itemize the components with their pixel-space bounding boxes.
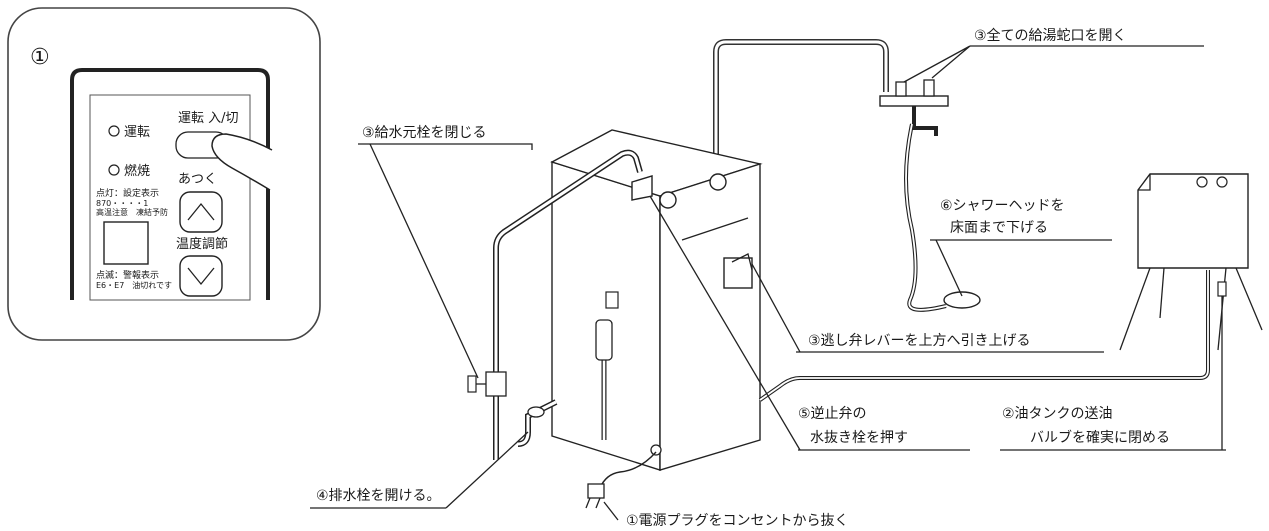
hot-water-pipe-inner [713,39,889,176]
display-window [103,221,149,265]
drain-valve[interactable] [517,399,558,447]
water-heater [550,10,942,471]
temp-adjust-label: 温度調節 [176,236,228,252]
oil-feed-valve[interactable] [1217,281,1227,297]
callout-open-faucets: ③全ての給湯蛇口を開く [974,27,1127,44]
blink-alarm-code: E6・E7 油切れです [96,280,172,290]
run-indicator-label: 運転 [124,125,150,140]
shower-hose [904,123,947,312]
burn-indicator-label: 燃焼 [124,163,150,179]
callout-close-supply: ③給水元栓を閉じる [362,125,487,141]
power-button-label: 運転 入/切 [178,111,239,126]
callout-unplug: ①電源プラグをコンセントから抜く [626,513,849,529]
inset-step-number: ① [30,45,50,70]
run-indicator-lamp [108,125,120,137]
hot-label: あつく [178,172,217,187]
burn-indicator-lamp [108,164,120,176]
chevron-down-icon [187,267,215,286]
finger-icon [211,133,273,191]
temp-up-button[interactable] [179,191,223,233]
callout-check-valve-2: 水抜き栓を押す [810,430,908,446]
chevron-up-icon [187,202,215,221]
faucet-handle-left[interactable] [895,81,907,97]
callout-shower-2: 床面まで下げる [950,220,1048,236]
check-valve [631,175,653,201]
heater-front-face [659,163,761,471]
lit-display-label: 点灯：設定表示 [96,187,159,199]
mixing-faucet [879,79,981,312]
callout-oil-tank-2: バルブを確実に閉める [1030,429,1170,446]
remote-panel-inset: ① 運転 燃焼 運転 入/切 あつく 温度調節 点灯：設定表示 870・・・・1… [7,7,321,341]
supply-stop-valve[interactable] [467,371,507,397]
temp-down-button[interactable] [179,255,223,297]
shower-head [943,291,981,309]
callout-drain-valve: ④排水栓を開ける。 [316,488,441,504]
callout-check-valve-1: ⑤逆止弁の [798,406,867,422]
lit-display-note: 高温注意 凍結予防 [96,207,168,217]
callout-shower-1: ⑥シャワーヘッドを [940,198,1065,214]
power-plug [585,451,657,509]
callout-oil-tank-1: ②油タンクの送油 [1002,406,1113,422]
blink-alarm-label: 点滅：警報表示 [96,269,159,281]
callout-relief-valve: ③逃し弁レバーを上方へ引き上げる [808,333,1031,349]
lit-display-code: 870・・・・1 [96,199,148,208]
faucet-handle-right[interactable] [923,79,935,97]
relief-valve [723,253,753,289]
supply-pipe [467,149,643,460]
